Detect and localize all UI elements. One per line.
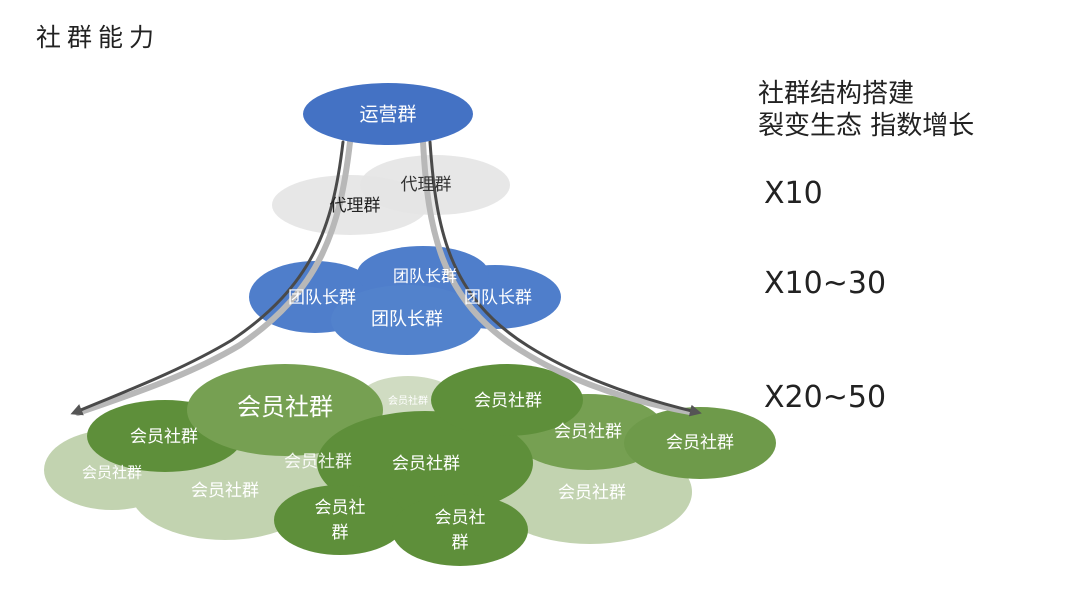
agent-group-label: 代理群 — [330, 196, 381, 216]
node-labels: 运营群 代理群 代理群 团队长群 团队长群 团队长群 团队长群 会员社群 会员社… — [82, 104, 734, 554]
agent-groups — [272, 155, 510, 235]
team-group-label: 团队长群 — [393, 267, 457, 286]
structure-heading: 社群结构搭建 — [758, 79, 915, 109]
member-group-node — [431, 364, 583, 436]
operations-group-node — [303, 83, 473, 145]
multiplier-agent: X10 — [764, 176, 823, 211]
member-group-node — [187, 364, 383, 456]
fission-arrows — [70, 139, 702, 417]
member-group-label-line1: 会员社 — [315, 498, 366, 518]
member-group-label: 会员社群 — [130, 427, 198, 447]
member-group-label: 会员社群 — [191, 481, 259, 501]
member-group-label: 会员社群 — [554, 422, 622, 442]
team-group-label: 团队长群 — [371, 309, 443, 330]
member-group-node — [274, 485, 406, 555]
agent-group-label: 代理群 — [401, 175, 452, 195]
page-title: 社群能力 — [36, 23, 161, 52]
member-group-node — [488, 440, 692, 544]
member-group-label: 会员社群 — [237, 393, 333, 421]
member-group-label-line1: 会员社 — [435, 508, 486, 528]
member-group-label: 会员社群 — [558, 483, 626, 503]
multiplier-member: X20~50 — [764, 380, 887, 415]
member-group-label: 会员社群 — [666, 433, 734, 453]
member-group-label: 会员社群 — [474, 391, 542, 411]
member-group-label: 会员社群 — [82, 464, 142, 482]
multiplier-team: X10~30 — [764, 266, 887, 301]
operations-group-label: 运营群 — [359, 104, 416, 126]
member-group-node — [624, 407, 776, 479]
growth-heading: 裂变生态 指数增长 — [758, 111, 975, 141]
member-group-label-line2: 群 — [332, 523, 349, 543]
member-group-label: 会员社群 — [284, 452, 352, 472]
member-group-node — [392, 494, 528, 566]
member-group-label-line2: 群 — [452, 533, 469, 553]
team-group-label: 团队长群 — [464, 288, 532, 308]
member-group-node — [317, 411, 533, 515]
team-group-label: 团队长群 — [288, 288, 356, 308]
agent-group-node — [272, 175, 428, 235]
member-groups — [44, 364, 776, 566]
member-group-label: 会员社群 — [392, 454, 460, 474]
member-group-label: 会员社群 — [388, 394, 428, 407]
team-group-node — [331, 285, 483, 355]
